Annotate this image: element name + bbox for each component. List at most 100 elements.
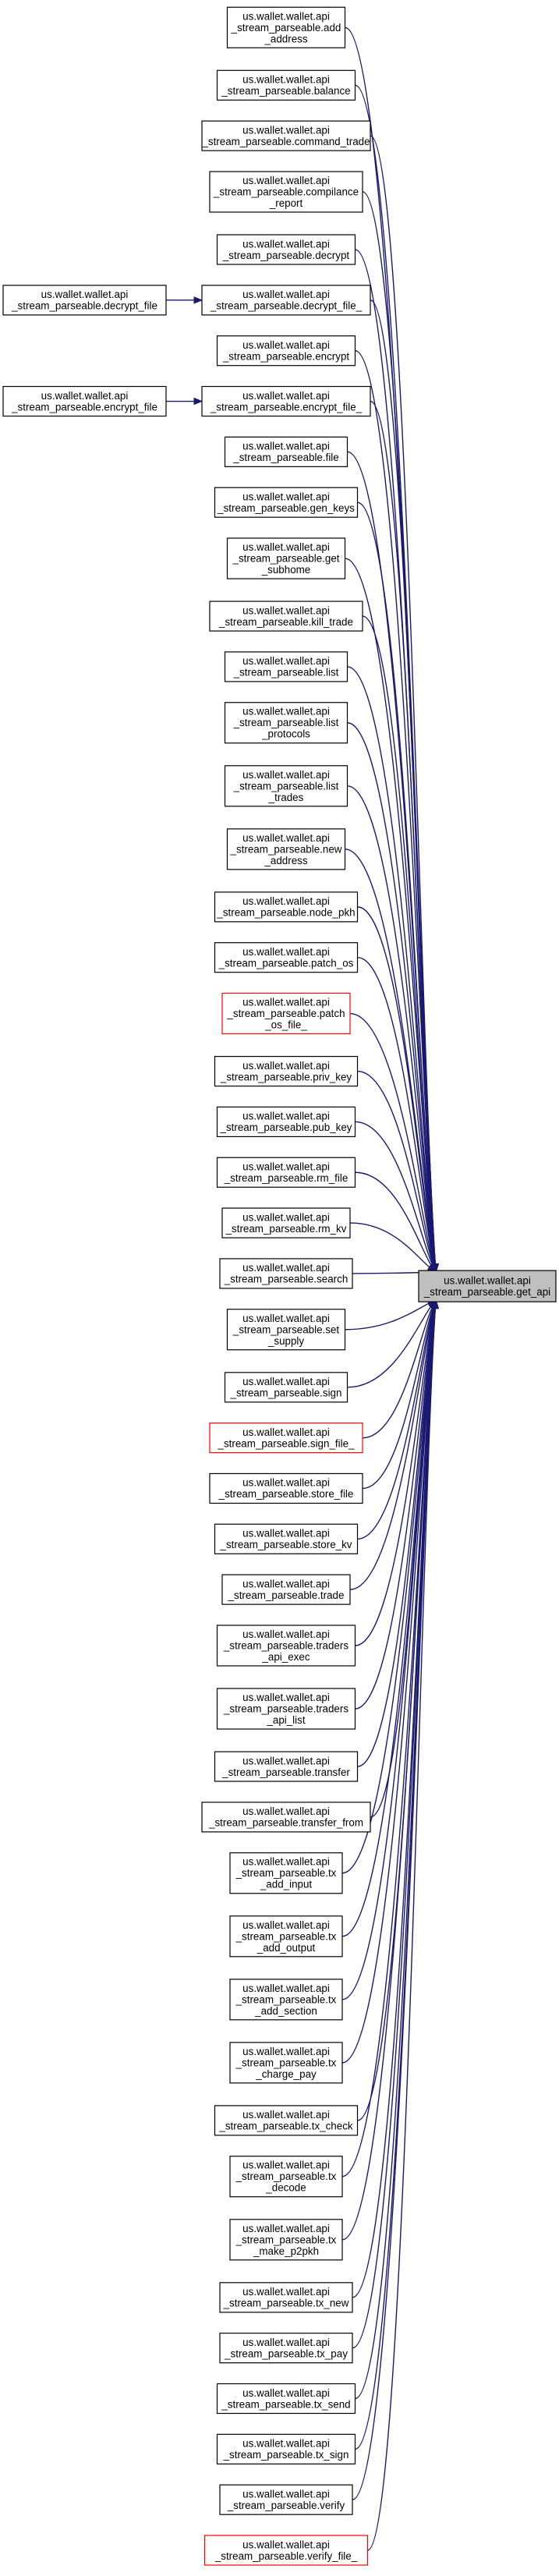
caller-node[interactable]: us.wallet.wallet.api_stream_parseable.tx… (229, 2042, 343, 2084)
edge-caller-14-line (347, 785, 437, 1273)
caller-node[interactable]: us.wallet.wallet.api_stream_parseable.co… (201, 120, 371, 151)
caller-node-box (224, 436, 348, 467)
caller-node[interactable]: us.wallet.wallet.api_stream_parseable.pa… (221, 992, 351, 1035)
edge-caller-28-line (357, 1299, 437, 1540)
target-node-get-api[interactable]: us.wallet.wallet.api_stream_parseable.ge… (418, 1270, 557, 1302)
caller-node-box (229, 2042, 343, 2084)
caller-node[interactable]: us.wallet.wallet.api_stream_parseable.pr… (214, 1055, 359, 1087)
caller-node[interactable]: us.wallet.wallet.api_stream_parseable.co… (209, 171, 363, 213)
caller-node-label-line: us.wallet.wallet.api (242, 1628, 330, 1640)
caller-node[interactable]: us.wallet.wallet.api_stream_parseable.tx… (216, 2433, 356, 2464)
caller-node-label-line: _stream_parseable.add (231, 22, 341, 34)
caller-node-label-line: _stream_parseable.encrypt (222, 350, 350, 362)
edge-caller-7 (370, 400, 439, 1274)
caller-node[interactable]: us.wallet.wallet.api_stream_parseable.se… (219, 1258, 353, 1289)
caller-node[interactable]: us.wallet.wallet.api_stream_parseable.ve… (203, 2535, 369, 2566)
secondary-caller-node[interactable]: us.wallet.wallet.api_stream_parseable.de… (2, 285, 167, 316)
caller-node-label-line: _stream_parseable.tx (235, 2234, 337, 2245)
caller-node[interactable]: us.wallet.wallet.api_stream_parseable.ne… (226, 828, 346, 870)
secondary-caller-node-label-line: _stream_parseable.decrypt_file (11, 300, 157, 312)
caller-node[interactable]: us.wallet.wallet.api_stream_parseable.rm… (221, 1207, 351, 1238)
secondary-caller-node[interactable]: us.wallet.wallet.api_stream_parseable.en… (2, 385, 167, 417)
caller-node-label-line: us.wallet.wallet.api (242, 2223, 330, 2234)
caller-node[interactable]: us.wallet.wallet.api_stream_parseable.st… (209, 1472, 363, 1504)
caller-node-label-line: _stream_parseable.rm_kv (225, 1223, 347, 1235)
caller-node[interactable]: us.wallet.wallet.api_stream_parseable.de… (216, 234, 356, 265)
caller-node-label-line: _stream_parseable.compilance (213, 186, 359, 197)
caller-node-label-line: _protocols (261, 728, 310, 740)
caller-node[interactable]: us.wallet.wallet.api_stream_parseable.tr… (201, 1802, 371, 1833)
caller-node[interactable]: us.wallet.wallet.api_stream_parseable.tx… (229, 1915, 343, 1958)
edge-caller-24-line (345, 1299, 437, 1331)
caller-node[interactable]: us.wallet.wallet.api_stream_parseable.en… (216, 335, 356, 367)
edge-secondary-1 (166, 397, 203, 406)
edge-secondary-0 (166, 296, 203, 304)
caller-node-box (221, 1574, 351, 1605)
edge-caller-30-line (355, 1299, 437, 1646)
edges-layer (166, 27, 440, 2551)
caller-node[interactable]: us.wallet.wallet.api_stream_parseable.tx… (229, 2156, 343, 2198)
edge-caller-25-line (347, 1299, 437, 1388)
caller-node[interactable]: us.wallet.wallet.api_stream_parseable.se… (226, 1309, 346, 1351)
caller-node-label-line: us.wallet.wallet.api (242, 2109, 330, 2121)
caller-node[interactable]: us.wallet.wallet.api_stream_parseable.pu… (216, 1106, 356, 1138)
edge-caller-31-line (355, 1299, 437, 1710)
caller-node-box (216, 1625, 356, 1667)
caller-node-label-line: _supply (267, 1335, 304, 1347)
caller-node-box (224, 651, 348, 682)
caller-node-label-line: us.wallet.wallet.api (242, 1426, 330, 1438)
caller-node[interactable]: us.wallet.wallet.api_stream_parseable.rm… (216, 1157, 356, 1188)
caller-node[interactable]: us.wallet.wallet.api_stream_parseable.pa… (214, 942, 359, 973)
caller-node[interactable]: us.wallet.wallet.api_stream_parseable.ge… (214, 487, 359, 518)
caller-node-label-line: us.wallet.wallet.api (242, 1805, 330, 1817)
caller-node-label-line: _stream_parseable.tx (235, 1930, 337, 1942)
caller-node[interactable]: us.wallet.wallet.api_stream_parseable.tx… (219, 2282, 353, 2313)
caller-node-label-line: _os_file_ (264, 1019, 307, 1031)
caller-node[interactable]: us.wallet.wallet.api_stream_parseable.si… (224, 1372, 348, 1403)
edge-caller-11 (362, 615, 439, 1274)
caller-node[interactable]: us.wallet.wallet.api_stream_parseable.fi… (224, 436, 348, 467)
edge-caller-36-line (341, 1300, 437, 2000)
caller-node[interactable]: us.wallet.wallet.api_stream_parseable.li… (224, 651, 348, 682)
caller-node-label-line: _subhome (261, 564, 311, 576)
caller-node-label-line: _add_output (257, 1942, 316, 1954)
caller-node-label-line: _stream_parseable.get (232, 553, 340, 565)
caller-node[interactable]: us.wallet.wallet.api_stream_parseable.tx… (216, 2383, 356, 2415)
caller-node-label-line: us.wallet.wallet.api (242, 238, 330, 250)
caller-node-box (209, 601, 363, 632)
caller-node-label-line: us.wallet.wallet.api (242, 1755, 330, 1766)
caller-node[interactable]: us.wallet.wallet.api_stream_parseable.ve… (219, 2484, 353, 2515)
caller-node[interactable]: us.wallet.wallet.api_stream_parseable.ki… (209, 601, 363, 632)
caller-node-label-line: _add_input (260, 1879, 313, 1890)
caller-node-label-line: _stream_parseable.tx (235, 2057, 337, 2068)
caller-node[interactable]: us.wallet.wallet.api_stream_parseable.tx… (229, 1979, 343, 2021)
caller-node[interactable]: us.wallet.wallet.api_stream_parseable.en… (201, 385, 371, 417)
caller-node[interactable]: us.wallet.wallet.api_stream_parseable.tx… (214, 2105, 359, 2136)
caller-node-label-line: us.wallet.wallet.api (242, 1211, 330, 1223)
caller-node[interactable]: us.wallet.wallet.api_stream_parseable.no… (214, 891, 359, 923)
caller-node[interactable]: us.wallet.wallet.api_stream_parseable.ad… (226, 6, 346, 48)
caller-node[interactable]: us.wallet.wallet.api_stream_parseable.tr… (216, 1688, 356, 1730)
caller-node[interactable]: us.wallet.wallet.api_stream_parseable.li… (224, 765, 348, 807)
caller-node[interactable]: us.wallet.wallet.api_stream_parseable.st… (214, 1523, 359, 1554)
caller-node[interactable]: us.wallet.wallet.api_stream_parseable.tr… (221, 1574, 351, 1605)
caller-node-label-line: _stream_parseable.sign (230, 1387, 342, 1399)
caller-node-box (226, 6, 346, 48)
caller-node-box (201, 1802, 371, 1833)
caller-node[interactable]: us.wallet.wallet.api_stream_parseable.tx… (229, 2219, 343, 2261)
caller-node[interactable]: us.wallet.wallet.api_stream_parseable.si… (209, 1423, 363, 1454)
caller-node[interactable]: us.wallet.wallet.api_stream_parseable.tx… (219, 2333, 353, 2364)
caller-node[interactable]: us.wallet.wallet.api_stream_parseable.tr… (216, 1625, 356, 1667)
caller-node-label-line: _stream_parseable.node_pkh (216, 907, 355, 919)
caller-node[interactable]: us.wallet.wallet.api_stream_parseable.li… (224, 702, 348, 744)
caller-node-box (229, 1915, 343, 1958)
caller-node-label-line: us.wallet.wallet.api (242, 2387, 330, 2399)
caller-node[interactable]: us.wallet.wallet.api_stream_parseable.de… (201, 285, 371, 316)
edge-caller-40-line (341, 1300, 437, 2241)
caller-node-label-line: us.wallet.wallet.api (242, 1528, 330, 1540)
caller-node[interactable]: us.wallet.wallet.api_stream_parseable.tx… (229, 1852, 343, 1894)
caller-node-box (224, 702, 348, 744)
caller-node[interactable]: us.wallet.wallet.api_stream_parseable.ba… (216, 69, 356, 101)
caller-node[interactable]: us.wallet.wallet.api_stream_parseable.ge… (226, 537, 346, 579)
caller-node[interactable]: us.wallet.wallet.api_stream_parseable.tr… (214, 1751, 359, 1782)
